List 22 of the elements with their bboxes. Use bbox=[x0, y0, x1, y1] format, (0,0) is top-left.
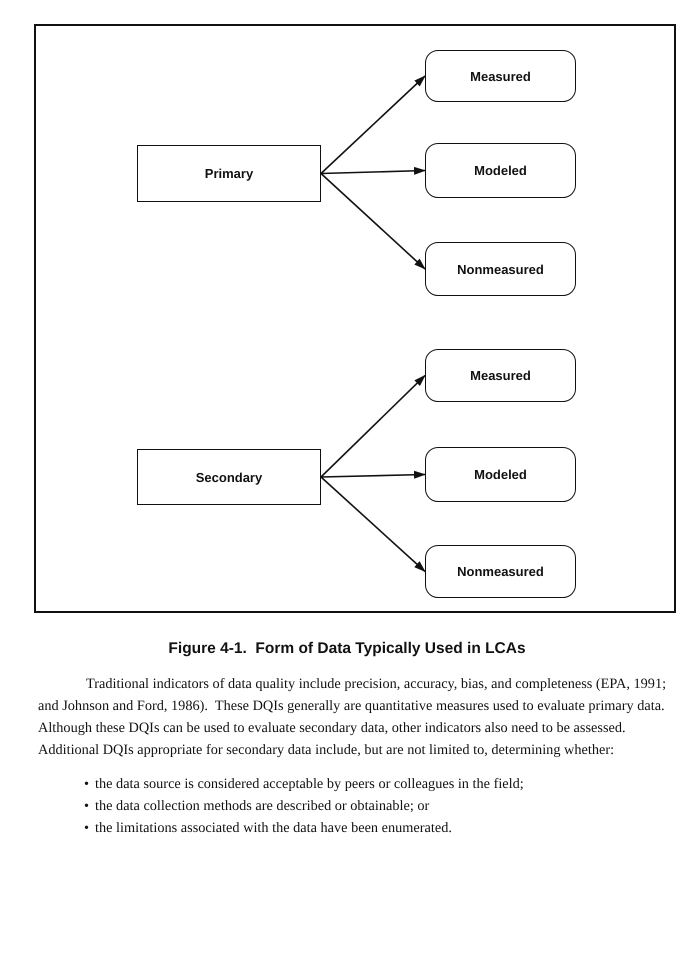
rounded-box: Modeled bbox=[425, 447, 576, 502]
arrow bbox=[320, 476, 426, 572]
bullet-item: the data collection methods are described or obtainable; or bbox=[95, 797, 430, 816]
arrow bbox=[320, 172, 426, 270]
rounded-box: Nonmeasured bbox=[425, 545, 576, 598]
arrow bbox=[320, 166, 426, 175]
figure-caption: Figure 4-1. Form of Data Typically Used in LCAs bbox=[167, 640, 527, 658]
rounded-box: Measured bbox=[425, 50, 576, 102]
arrow bbox=[320, 75, 426, 174]
bullet-item: the limitations associated with the data have been enumerated. bbox=[95, 819, 452, 838]
bullet-mark: • bbox=[84, 797, 90, 816]
bullet-mark: • bbox=[84, 819, 90, 838]
rounded-box: Measured bbox=[425, 349, 576, 402]
process-box: Secondary bbox=[137, 449, 321, 505]
bullet-item: the data source is considered acceptable by peers or colleagues in the field; bbox=[95, 775, 524, 794]
arrow bbox=[320, 374, 426, 478]
rounded-box: Modeled bbox=[425, 143, 576, 198]
bullet-mark: • bbox=[84, 775, 90, 794]
rounded-box: Nonmeasured bbox=[425, 242, 576, 296]
arrow bbox=[320, 470, 426, 479]
paragraph: Traditional indicators of data quality include precision, accuracy, bias, and completeness (EPA, 1991; and Johnson and Ford, 1986). These DQIs generally are quantitative measures used to evaluate primary data. Although these DQIs can be used to evaluate secondary data, other indicators also need to be assessed. Additional DQIs appropriate for secondary data include, but are not limited to, determining whether: bbox=[38, 675, 668, 760]
process-box: Primary bbox=[137, 145, 321, 202]
